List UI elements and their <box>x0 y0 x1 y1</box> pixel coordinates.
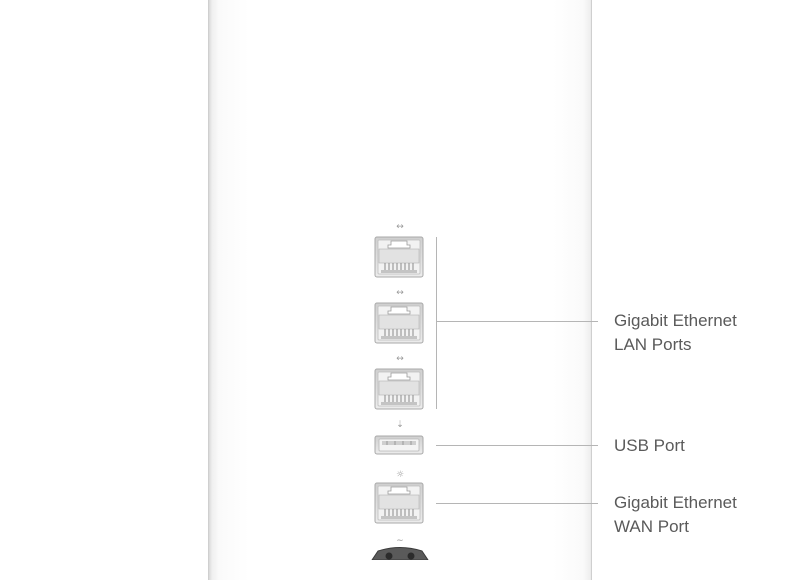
lan-port-3 <box>374 368 424 410</box>
lan-port-3-symbol: ↔ <box>396 354 404 364</box>
usb-port-label: USB Port <box>614 434 685 458</box>
lan-port-1 <box>374 236 424 278</box>
lan-port-2-symbol: ↔ <box>396 288 404 298</box>
wan-port-symbol: ☼ <box>396 470 404 480</box>
lan-port-1-symbol: ↔ <box>396 222 404 232</box>
usb-port-label-line1: USB Port <box>614 436 685 455</box>
wan-port <box>374 482 424 524</box>
power-port <box>371 547 429 560</box>
lan-ports-label: Gigabit Ethernet LAN Ports <box>614 309 737 357</box>
wan-port-label-line1: Gigabit Ethernet <box>614 493 737 512</box>
lan-ports-label-line1: Gigabit Ethernet <box>614 311 737 330</box>
power-port-symbol: ∼ <box>396 536 404 546</box>
lan-port-2 <box>374 302 424 344</box>
wan-port-label-line2: WAN Port <box>614 517 689 536</box>
lan-ports-label-line2: LAN Ports <box>614 335 692 354</box>
usb-port-symbol: ⇣ <box>396 420 404 430</box>
wan-port-label: Gigabit Ethernet WAN Port <box>614 491 737 539</box>
usb-port <box>374 435 424 455</box>
ports-diagram: ↔ ↔ ↔ ⇣ ☼ ∼ <box>371 222 598 560</box>
